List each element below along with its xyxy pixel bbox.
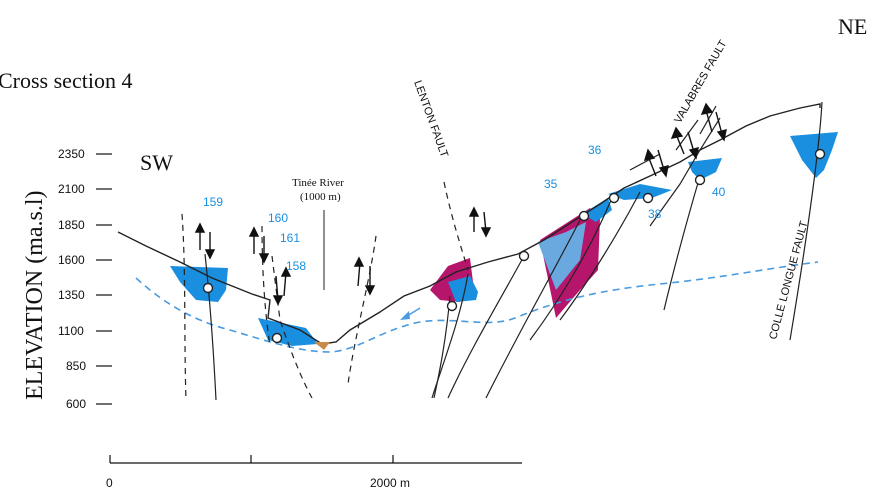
tick-2350: 2350 [58, 147, 85, 161]
tick-1100: 1100 [58, 324, 84, 338]
figure-title: Cross section 4 [0, 68, 132, 93]
site-marker-35a [518, 250, 530, 262]
tick-850: 850 [66, 359, 86, 373]
valabres-fault-label: VALABRES FAULT [672, 38, 729, 125]
water-table-line [135, 261, 819, 353]
orientation-ne: NE [838, 14, 867, 39]
site-marker-lenton [446, 300, 458, 312]
tick-600: 600 [66, 397, 86, 411]
flow-arrow-head [400, 311, 410, 320]
body-colle-longue [790, 132, 838, 178]
borehole-sites [202, 148, 826, 344]
body-blue-upper [582, 198, 612, 222]
label-158: 158 [286, 259, 306, 273]
tick-1350: 1350 [58, 288, 85, 302]
tick-1850: 1850 [58, 218, 85, 232]
site-marker-35b [578, 210, 590, 222]
fault-arrows [194, 102, 727, 306]
scale-bar: 0 2000 m [106, 455, 522, 490]
label-35: 35 [544, 177, 558, 191]
site-marker-158 [271, 332, 283, 344]
y-axis-ticks: 2350 2100 1850 1600 1350 1100 850 600 [58, 147, 86, 411]
river-name: Tinée River [292, 177, 344, 189]
orientation-sw: SW [140, 150, 173, 175]
y-axis-label: ELEVATION (ma.s.l) [22, 190, 48, 400]
label-40: 40 [712, 185, 726, 199]
site-marker-40 [694, 174, 706, 186]
lenton-fault-label: LENTON FAULT [411, 79, 450, 159]
river-elevation: (1000 m) [300, 191, 341, 203]
label-159: 159 [203, 195, 223, 209]
river-channel [314, 342, 330, 350]
label-160: 160 [268, 211, 288, 225]
y-tick-marks [96, 153, 112, 405]
fault-lines [181, 101, 823, 401]
site-marker-38 [642, 192, 654, 204]
body-blue-lenton [448, 276, 478, 302]
body-lightblue-main [538, 222, 586, 290]
body-159 [170, 266, 228, 302]
scale-start: 0 [106, 476, 113, 490]
tick-2100: 2100 [58, 182, 85, 196]
site-bodies [170, 132, 838, 346]
label-38: 38 [648, 207, 662, 221]
site-labels: 159 160 161 158 36 35 38 40 [203, 143, 726, 273]
site-marker-colle [814, 148, 826, 160]
tick-1600: 1600 [58, 253, 85, 267]
colle-longue-fault-label: COLLE LONGUE FAULT [767, 220, 810, 341]
site-marker-159 [202, 282, 214, 294]
label-36: 36 [588, 143, 602, 157]
site-marker-36 [608, 192, 620, 204]
topographic-profile [117, 103, 821, 345]
label-161: 161 [280, 231, 300, 245]
body-40 [688, 158, 722, 180]
scale-end: 2000 m [370, 476, 410, 490]
